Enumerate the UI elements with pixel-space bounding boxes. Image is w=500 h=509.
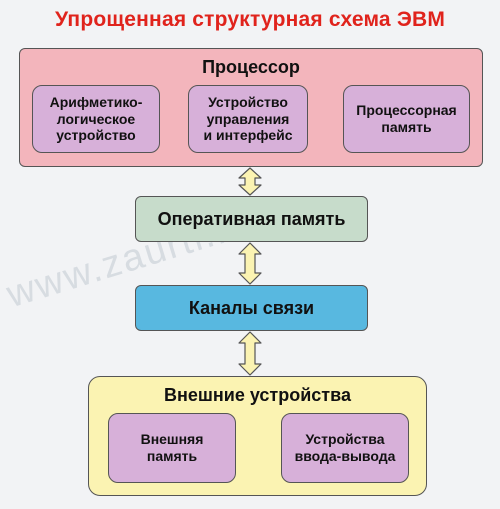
io-devices-unit: Устройства ввода-вывода [281, 413, 409, 483]
diagram-title: Упрощенная структурная схема ЭВМ [54, 8, 446, 31]
ram-channels-arrow-icon [238, 242, 262, 285]
alu-unit: Арифметико- логическое устройство [32, 85, 160, 153]
external-memory-unit: Внешняя память [108, 413, 236, 483]
processor-ram-arrow-icon [238, 167, 262, 196]
processor-label: Процессор [202, 57, 300, 77]
external-devices-label: Внешние устройства [164, 385, 351, 405]
processor-block: Процессор Арифметико- логическое устройс… [19, 48, 483, 167]
control-unit: Устройство управления и интерфейс [188, 85, 308, 153]
ram-block: Оперативная память [135, 196, 368, 242]
external-devices-block: Внешние устройства Внешняя память Устрой… [88, 376, 427, 496]
channels-block: Каналы связи [135, 285, 368, 331]
processor-memory-unit: Процессорная память [343, 85, 470, 153]
channels-external-arrow-icon [238, 331, 262, 376]
